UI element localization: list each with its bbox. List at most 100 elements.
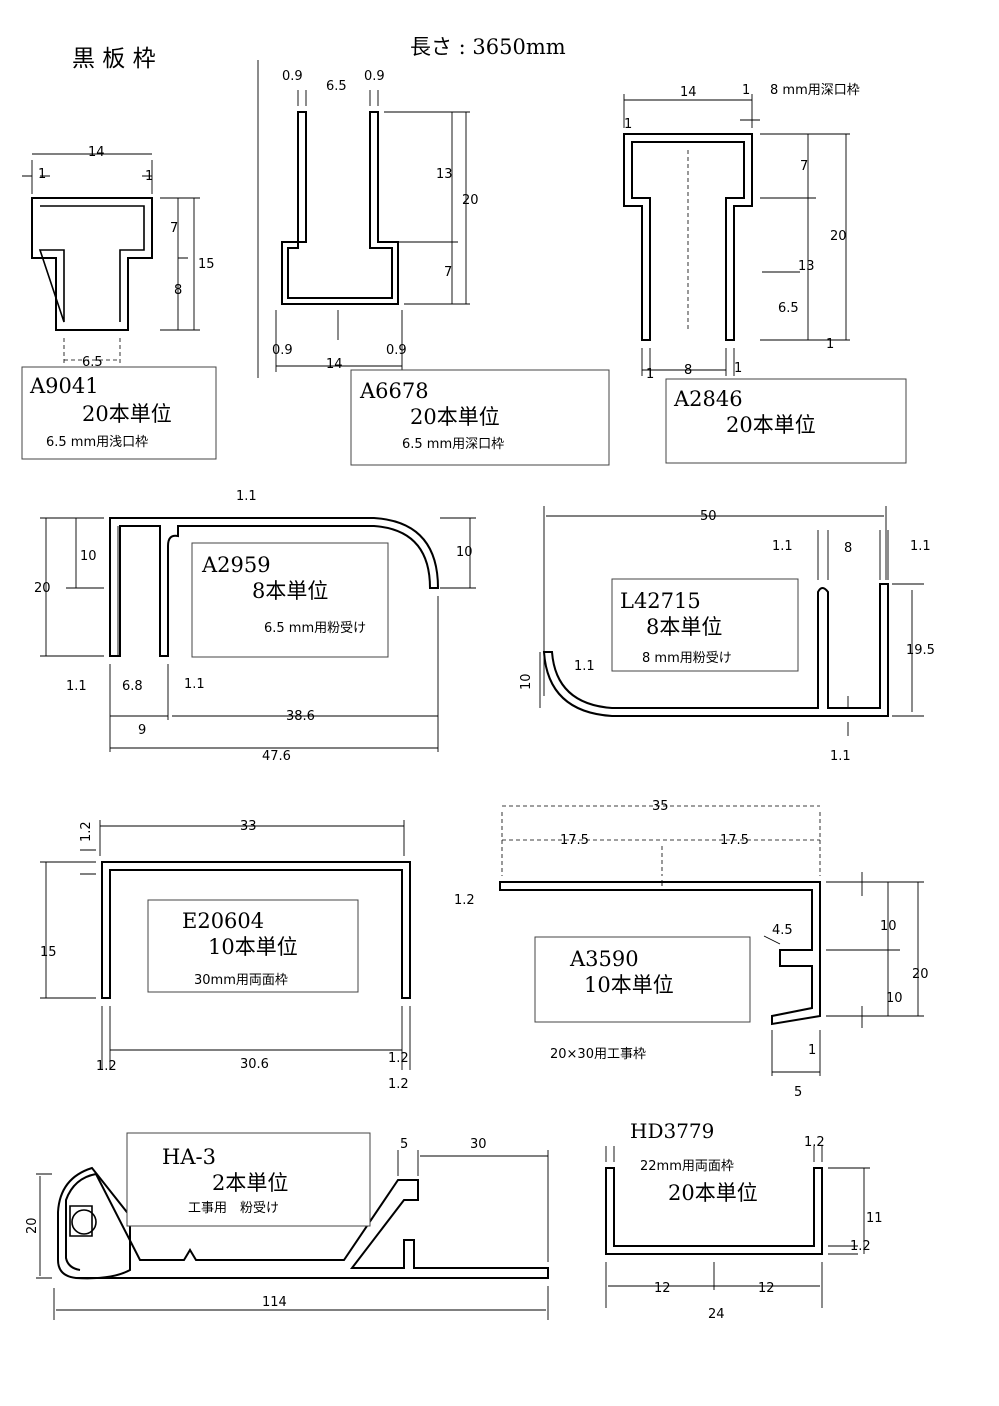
dim-e20604-right-wall-2: 1.2 (388, 1077, 409, 1092)
profile-ha3-label-box (126, 1132, 371, 1227)
dim-a2959-tray: 38.6 (286, 709, 315, 724)
dim-l42715-height: 19.5 (906, 643, 935, 658)
profile-l42715-unit: 8本単位 (646, 615, 722, 639)
dim-ha3-height: 20 (25, 1217, 40, 1234)
dim-l42715-width: 50 (700, 509, 717, 524)
profile-a2846-outline (623, 133, 753, 341)
dim-a2959-inner-height: 10 (80, 549, 97, 564)
profile-hd3779-outline (605, 1167, 823, 1255)
dim-a2846-top-wall: 1 (742, 83, 750, 98)
dim-a2846-upper: 7 (800, 159, 808, 174)
profile-a9041-inner (38, 205, 145, 323)
profile-a6678-label-box (350, 369, 610, 466)
dim-a9041-left-wall: 1 (38, 167, 46, 182)
dim-l42715-curve-wall: 1.1 (574, 659, 595, 674)
dim-a3590-lower: 10 (886, 991, 903, 1006)
profile-a2959-label-box (191, 542, 389, 658)
profile-l42715-code: L42715 (620, 589, 701, 613)
profile-e20604: 1.2 33 15 1.2 30.6 1.2 1.2 E20604 10本単位 … (40, 819, 411, 1092)
dim-l42715-base: 1.1 (830, 749, 851, 764)
dim-hd3779-wall: 1.2 (804, 1135, 825, 1150)
dim-a6678-lower: 7 (444, 265, 452, 280)
profile-a3590: 35 17.5 17.5 1.2 4.5 10 20 10 1 5 A3590 … (454, 799, 929, 1100)
dim-a6678-base-right: 0.9 (386, 343, 407, 358)
dim-a9041-right-wall: 1 (145, 169, 153, 184)
dim-a3590-depth: 5 (794, 1085, 802, 1100)
profile-a2959: 1.1 10 20 10 1.1 6.8 1.1 9 38.6 47.6 A29… (34, 489, 476, 764)
dim-l42715-curve: 10 (519, 673, 534, 690)
dim-a6678-upper: 13 (436, 167, 453, 182)
sheet-length: 長さ : 3650mm (410, 35, 566, 59)
profile-ha3: 5 30 20 114 HA-3 2本単位 工事用 粉受け (25, 1132, 549, 1320)
profile-a9041-outline (31, 197, 153, 331)
profile-a3590-label-box (534, 936, 751, 1023)
profile-hd3779-unit: 20本単位 (668, 1181, 758, 1205)
dim-ha3-tray: 30 (470, 1137, 487, 1152)
profile-e20604-code: E20604 (182, 909, 264, 933)
profile-a2846-note: 8 mm用深口枠 (770, 83, 860, 98)
dim-e20604-right-wall: 1.2 (388, 1051, 409, 1066)
profile-a2846-label-box (665, 378, 907, 464)
dim-a9041-height: 15 (198, 257, 215, 272)
dim-a2846-left-leg: 1 (646, 367, 654, 382)
dim-a2846-lower: 13 (798, 259, 815, 274)
dim-e20604-height: 15 (40, 945, 57, 960)
dim-a2959-left-wall: 1.1 (66, 679, 87, 694)
profile-e20604-note: 30mm用両面枠 (194, 973, 288, 988)
profile-a6678-code: A6678 (359, 379, 429, 403)
profile-ha3-body (65, 1172, 549, 1279)
dim-e20604-width: 33 (240, 819, 257, 834)
profile-a9041-code: A9041 (29, 374, 99, 398)
dim-a3590-wall: 1.2 (454, 893, 475, 908)
profile-a2959-outline (109, 517, 440, 657)
dim-e20604-top-wall: 1.2 (79, 821, 94, 842)
dim-a2846-bottom: 1 (826, 337, 834, 352)
profile-l42715: 50 1.1 8 1.1 19.5 1.1 10 1.1 L42715 8本単位… (519, 506, 935, 764)
dim-a2846-width: 14 (680, 85, 697, 100)
profile-a2959-unit: 8本単位 (252, 579, 328, 603)
dim-e20604-left-wall: 1.2 (96, 1059, 117, 1074)
dim-a2846-left-wall: 1 (624, 117, 632, 132)
dim-a9041-top: 7 (170, 221, 178, 236)
dim-a6678-width: 14 (326, 357, 343, 372)
dim-hd3779-half-left: 12 (654, 1281, 671, 1296)
dim-a6678-base-left: 0.9 (272, 343, 293, 358)
dim-a3590-width: 35 (652, 799, 669, 814)
profile-hd3779-code: HD3779 (630, 1119, 714, 1143)
profile-l42715-note: 8 mm用粉受け (642, 651, 732, 666)
profile-e20604-label-box (147, 899, 359, 993)
profile-hd3779-note: 22mm用両面枠 (640, 1159, 734, 1174)
dim-hd3779-height: 11 (866, 1211, 883, 1226)
dim-a2959-height: 20 (34, 581, 51, 596)
profile-a9041: 14 1 1 7 15 8 6.5 A9041 20本単位 6.5 mm用浅口枠 (21, 145, 217, 460)
dim-a2959-top-wall: 1.1 (236, 489, 257, 504)
profile-a9041-note: 6.5 mm用浅口枠 (46, 435, 148, 450)
profile-a9041-label-box (21, 366, 217, 460)
dim-l42715-slot: 8 (844, 541, 852, 556)
dim-a2959-lip: 10 (456, 545, 473, 560)
profile-a9041-unit: 20本単位 (82, 402, 172, 426)
profile-ha3-code: HA-3 (162, 1145, 216, 1169)
dim-hd3779-width: 24 (708, 1307, 725, 1322)
profile-a2846: 14 1 1 7 20 13 6.5 1 8 1 1 A2846 20本単位 8… (623, 83, 907, 464)
profile-a6678-note: 6.5 mm用深口枠 (402, 437, 504, 452)
dim-l42715-right-wall: 1.1 (910, 539, 931, 554)
dim-a9041-width: 14 (88, 145, 105, 160)
dim-a2959-width: 47.6 (262, 749, 291, 764)
dim-a3590-half-right: 17.5 (720, 833, 749, 848)
dim-l42715-wall: 1.1 (772, 539, 793, 554)
profile-a3590-code: A3590 (569, 947, 639, 971)
profile-ha3-note: 工事用 粉受け (188, 1201, 279, 1216)
dim-a2846-right-leg: 1 (734, 361, 742, 376)
dim-a3590-step: 4.5 (772, 923, 793, 938)
dim-a2959-slot: 6.8 (122, 679, 143, 694)
dim-e20604-inner-width: 30.6 (240, 1057, 269, 1072)
profile-a3590-outline (499, 881, 821, 1026)
profile-e20604-outline (101, 861, 411, 999)
dim-a2959-right-wall: 1.1 (184, 677, 205, 692)
dim-a3590-height: 20 (912, 967, 929, 982)
dim-ha3-width: 114 (262, 1295, 287, 1310)
dim-a6678-right-wall: 0.9 (364, 69, 385, 84)
dim-hd3779-half-right: 12 (758, 1281, 775, 1296)
